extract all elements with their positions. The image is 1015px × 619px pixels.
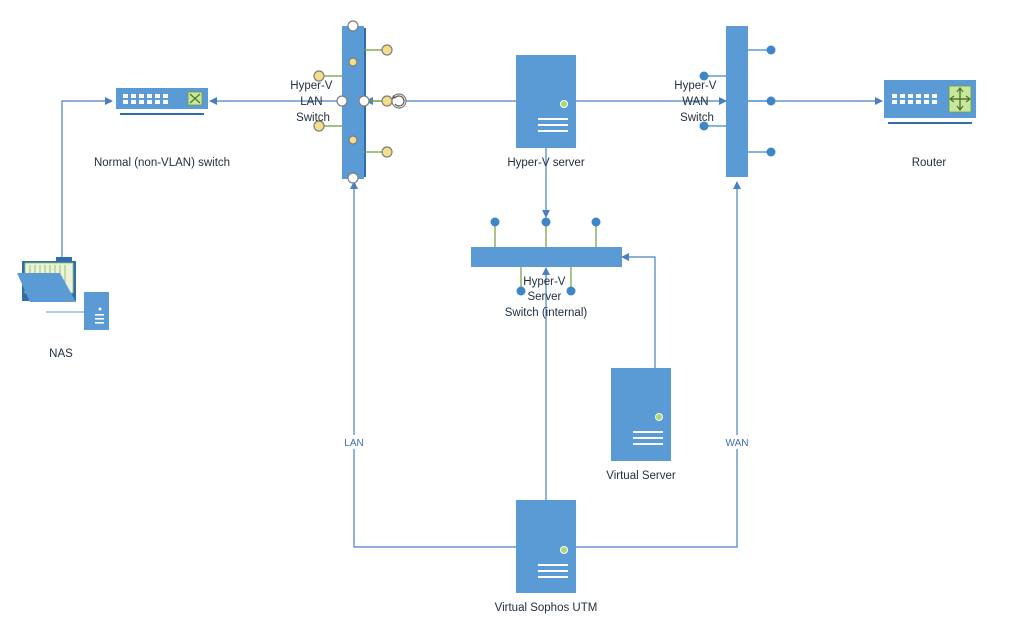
nas[interactable]: NAS	[17, 257, 109, 360]
virtual-server[interactable]: Virtual Server	[606, 368, 676, 482]
server-switch-port	[541, 217, 551, 227]
lan-port	[381, 44, 393, 56]
wan-port	[766, 45, 776, 55]
server-icon	[611, 368, 671, 461]
connector-sophos-lan	[350, 181, 516, 548]
router-label: Router	[912, 157, 947, 169]
lan-port	[313, 120, 325, 132]
wan-port	[699, 71, 709, 81]
server-switch-bar	[471, 247, 622, 267]
router-icon	[884, 80, 976, 124]
wan-port	[699, 121, 709, 131]
lan-port	[381, 146, 393, 158]
connector-sophos-wan	[576, 181, 741, 548]
wan-port	[766, 96, 776, 106]
server-switch-port	[516, 286, 526, 296]
wan-switch-label: Hyper-V WAN Switch	[674, 80, 719, 124]
connector-nas-to-normal-switch	[61, 97, 113, 258]
virtual-sophos-utm[interactable]: Virtual Sophos UTM	[495, 500, 598, 614]
switch-icon	[116, 88, 208, 115]
lan-port	[381, 95, 393, 107]
lan-port	[348, 57, 358, 67]
lan-port	[347, 20, 359, 32]
wan-switch-bar	[726, 26, 748, 177]
connector-virtual-server-to-server-switch	[621, 253, 656, 368]
hyperv-lan-switch[interactable]: Hyper-V LAN Switch	[290, 20, 407, 184]
connectors	[61, 97, 883, 548]
edge-label-wan: WAN	[726, 438, 749, 449]
lan-switch-label: Hyper-V LAN Switch	[290, 80, 335, 124]
server-switch-port	[490, 217, 500, 227]
normal-switch[interactable]: Normal (non-VLAN) switch	[94, 88, 230, 169]
lan-port	[347, 172, 359, 184]
folder-icon	[17, 257, 76, 302]
normal-switch-label: Normal (non-VLAN) switch	[94, 157, 230, 169]
nas-icon	[84, 292, 109, 330]
server-icon	[516, 55, 576, 148]
lan-port	[348, 135, 358, 145]
edge-label-lan: LAN	[344, 438, 363, 449]
wan-port	[766, 147, 776, 157]
sophos-utm-label: Virtual Sophos UTM	[495, 602, 598, 614]
hyperv-server-label: Hyper-V server	[507, 157, 584, 169]
lan-port	[313, 70, 325, 82]
server-icon	[516, 500, 576, 593]
rotate-handle-icon[interactable]	[391, 93, 407, 109]
virtual-server-label: Virtual Server	[606, 470, 676, 482]
hyperv-server[interactable]: Hyper-V server	[507, 55, 585, 169]
hyperv-wan-switch[interactable]: Hyper-V WAN Switch	[674, 26, 776, 177]
server-switch-port	[566, 286, 576, 296]
server-switch-label: Hyper-V Server Switch (internal)	[505, 276, 588, 319]
lan-switch-bar	[342, 26, 364, 179]
router[interactable]: Router	[884, 80, 976, 169]
server-switch-port	[591, 217, 601, 227]
hyperv-server-switch[interactable]: Hyper-V Server Switch (internal)	[471, 217, 622, 320]
nas-label: NAS	[49, 348, 73, 360]
lan-port	[336, 95, 348, 107]
lan-port	[358, 95, 370, 107]
